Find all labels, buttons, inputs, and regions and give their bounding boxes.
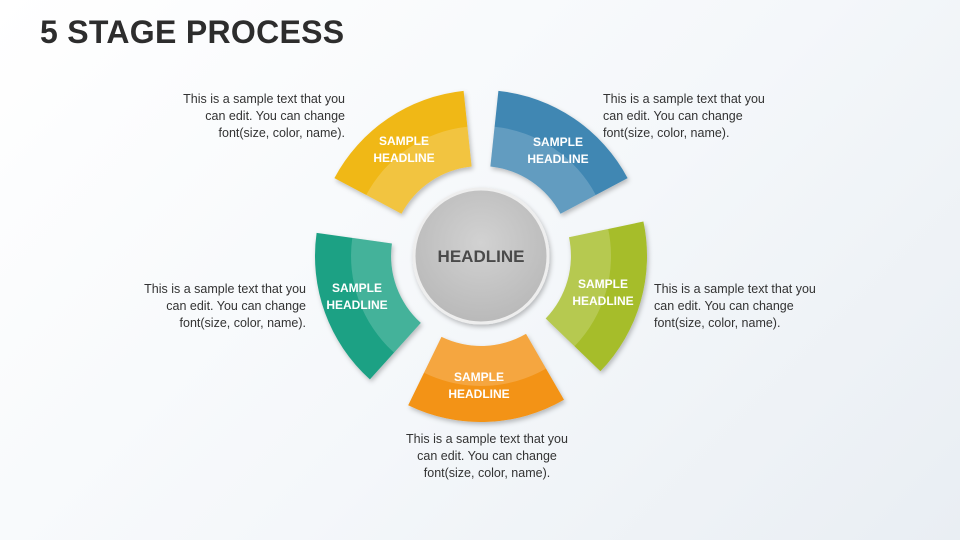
stage-2-segment[interactable] [490,90,628,214]
stage-segments [314,90,648,423]
stage-4-headline-line2: HEADLINE [448,387,509,401]
stage-3-description-line: font(size, color, name). [654,316,781,330]
stage-3-highlight [545,229,612,347]
stage-1-description-line: font(size, color, name). [218,126,345,140]
stage-1-description-line: can edit. You can change [205,109,345,123]
stage-5-headline-line1: SAMPLE [332,281,382,295]
stage-2-highlight [490,126,596,214]
stage-1-headline-line2: HEADLINE [373,151,434,165]
stage-2-description-line: can edit. You can change [603,109,743,123]
stage-2-headline-line2: HEADLINE [527,152,588,166]
center-headline: HEADLINE [438,247,525,266]
center-hub[interactable] [412,187,550,325]
page-title: 5 STAGE PROCESS [40,14,345,50]
stage-4-description-line: can edit. You can change [417,449,557,463]
stage-3-headline-line2: HEADLINE [572,294,633,308]
stage-4-segment[interactable] [408,333,564,423]
stage-5-headline-line2: HEADLINE [326,298,387,312]
stage-5-description-line: This is a sample text that you [144,282,306,296]
stage-2-description-line: font(size, color, name). [603,126,730,140]
stage-3-headline-line1: SAMPLE [578,277,628,291]
stage-2-description-line: This is a sample text that you [603,92,765,106]
stage-5-description-line: font(size, color, name). [179,316,306,330]
stage-5-description: This is a sample text that you can edit.… [106,281,306,332]
stage-4-description-line: font(size, color, name). [423,466,551,480]
stage-3-description: This is a sample text that you can edit.… [654,281,854,332]
stage-2-headline-line1: SAMPLE [533,135,583,149]
stage-5-highlight [351,237,421,353]
stage-1-headline-line1: SAMPLE [379,134,429,148]
stage-5-description-line: can edit. You can change [166,299,306,313]
stage-4-headline-line1: SAMPLE [454,370,504,384]
stage-2-description: This is a sample text that you can edit.… [603,91,803,142]
stage-highlights [351,126,612,386]
stage-1-description: This is a sample text that you can edit.… [145,91,345,142]
stage-4-description-line: This is a sample text that you [406,432,568,446]
stage-3-segment[interactable] [545,221,648,372]
stage-3-description-line: can edit. You can change [654,299,794,313]
stage-1-segment[interactable] [334,90,472,214]
stage-5-segment[interactable] [314,232,421,380]
stage-1-description-line: This is a sample text that you [183,92,345,106]
stage-4-highlight [424,333,546,386]
stage-4-description: This is a sample text that you can edit.… [387,431,587,482]
stage-3-description-line: This is a sample text that you [654,282,816,296]
stage-1-highlight [366,126,472,214]
